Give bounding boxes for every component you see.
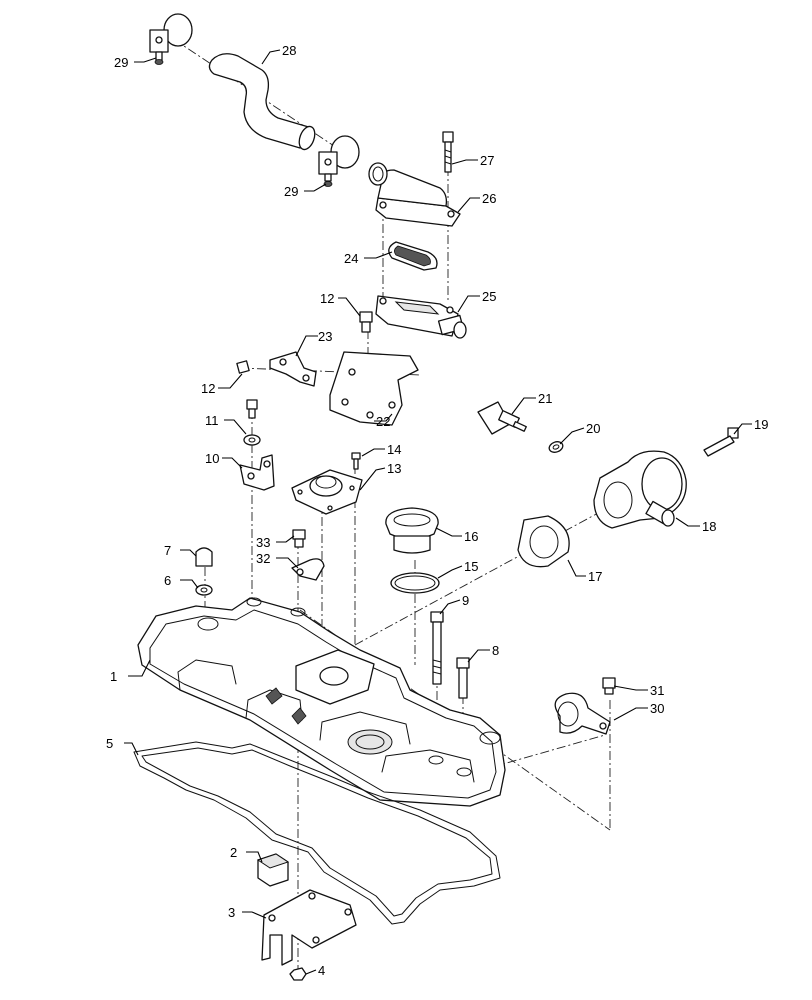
callout-13: 13	[387, 461, 401, 476]
part-1-valve-cover	[137, 597, 506, 807]
callout-29-upper: 29	[114, 55, 128, 70]
part-12-bolt-left	[236, 360, 258, 419]
part-24-thermostat	[388, 241, 438, 271]
part-30-lifting-eye	[554, 692, 611, 735]
part-20-sealing-ring	[548, 441, 564, 453]
part-23-small-bracket	[269, 351, 317, 387]
part-12-bolt-upper	[359, 311, 373, 333]
callout-27: 27	[480, 153, 494, 168]
callout-29-lower: 29	[284, 184, 298, 199]
part-6-washer	[195, 584, 213, 596]
callout-25: 25	[482, 289, 496, 304]
part-2-rubber-pad	[256, 853, 290, 887]
part-28-coolant-hose	[208, 53, 316, 151]
callout-30: 30	[650, 701, 664, 716]
part-32-clip	[291, 558, 325, 581]
callout-23: 23	[318, 329, 332, 344]
callout-7: 7	[164, 543, 171, 558]
callout-19: 19	[754, 417, 768, 432]
callout-26: 26	[482, 191, 496, 206]
part-27-bolt	[442, 131, 454, 173]
part-21-temperature-sensor	[477, 401, 527, 435]
callout-3: 3	[228, 905, 235, 920]
part-13-breather-cover	[291, 469, 363, 515]
part-29-hose-clamp-lower	[318, 135, 360, 187]
callout-2: 2	[230, 845, 237, 860]
part-5-valve-cover-gasket	[133, 741, 501, 925]
callout-21: 21	[538, 391, 552, 406]
callout-4: 4	[318, 963, 325, 978]
part-15-o-ring	[390, 572, 440, 594]
callout-31: 31	[650, 683, 664, 698]
callout-6: 6	[164, 573, 171, 588]
part-4-nut	[289, 967, 307, 981]
callout-22: 22	[376, 414, 390, 429]
part-10-bracket	[239, 454, 275, 491]
part-3-mounting-bracket	[261, 889, 357, 966]
callout-28: 28	[282, 43, 296, 58]
callout-leaders	[124, 49, 752, 975]
callout-12-upper: 12	[320, 291, 334, 306]
callout-14: 14	[387, 442, 401, 457]
part-26-housing-cover	[368, 162, 461, 227]
callout-24: 24	[344, 251, 358, 266]
callout-8: 8	[492, 643, 499, 658]
callout-20: 20	[586, 421, 600, 436]
callout-33: 33	[256, 535, 270, 550]
part-18-water-outlet-housing	[593, 450, 687, 529]
callout-11: 11	[205, 413, 219, 428]
part-22-support-bracket	[329, 351, 419, 426]
part-8-bolt	[456, 657, 470, 699]
part-11-washer	[243, 434, 261, 446]
part-9-long-bolt	[430, 611, 444, 685]
part-14-screw	[351, 452, 361, 470]
part-29-hose-clamp-upper	[149, 13, 193, 65]
part-33-bolt	[292, 529, 306, 548]
part-31-bolt	[602, 677, 616, 695]
callout-32: 32	[256, 551, 270, 566]
part-16-oil-filler-cap	[385, 507, 439, 554]
callout-15: 15	[464, 559, 478, 574]
part-17-gasket	[517, 515, 570, 568]
part-25-housing-base	[375, 295, 467, 339]
callout-16: 16	[464, 529, 478, 544]
part-7-cap-nut	[195, 547, 213, 567]
callout-12-left: 12	[201, 381, 215, 396]
callout-18: 18	[702, 519, 716, 534]
callout-10: 10	[205, 451, 219, 466]
callout-labels: 1 2 3 4 5 6 7 8 9 10 11 12 12 13 14 15 1…	[106, 43, 768, 978]
callout-9: 9	[462, 593, 469, 608]
callout-5: 5	[106, 736, 113, 751]
callout-1: 1	[110, 669, 117, 684]
callout-17: 17	[588, 569, 602, 584]
part-19-bolt	[703, 427, 739, 457]
